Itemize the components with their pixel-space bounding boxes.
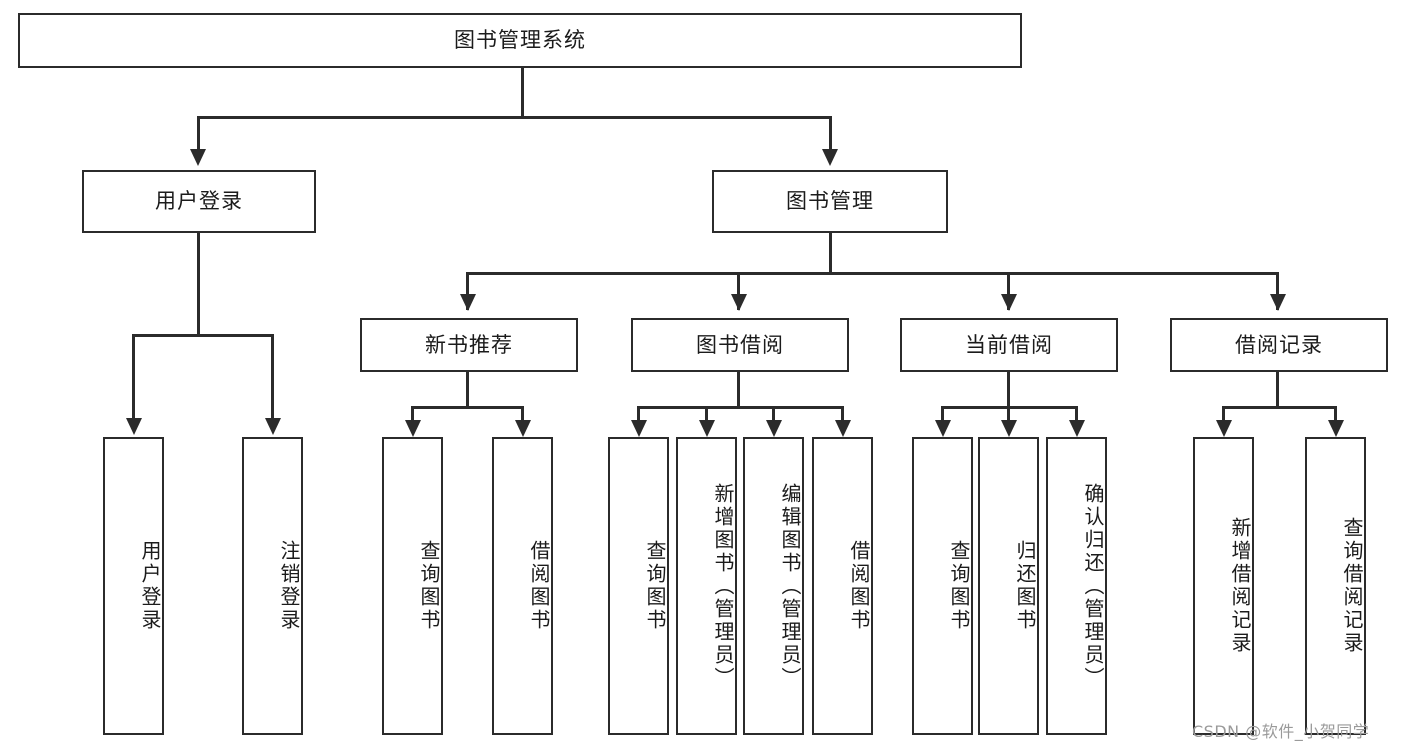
edge-book-borrow-bus xyxy=(637,406,844,409)
leaf-query-book-2[interactable]: 查询图书 xyxy=(608,437,669,735)
leaf-borrow-book-1[interactable]: 借阅图书 xyxy=(492,437,553,735)
leaf-add-record[interactable]: 新增借阅记录 xyxy=(1193,437,1254,735)
node-label: 查询图书 xyxy=(947,540,971,632)
edge-to-borrow-record xyxy=(1276,272,1279,310)
node-label: 归还图书 xyxy=(1013,540,1037,632)
edge-to-leaf-add-book xyxy=(705,406,708,424)
arrowhead-to-leaf-user-login xyxy=(126,418,142,435)
edge-current-borrow-stem xyxy=(1007,372,1010,408)
leaf-return-book[interactable]: 归还图书 xyxy=(978,437,1039,735)
arrowhead-to-leaf-query-record xyxy=(1328,420,1344,437)
leaf-logout-login[interactable]: 注销登录 xyxy=(242,437,303,735)
node-book-manage[interactable]: 图书管理 xyxy=(712,170,948,233)
edge-root-bus xyxy=(197,116,832,119)
arrowhead-to-book-manage xyxy=(822,149,838,166)
arrowhead-to-leaf-borrow-book-1 xyxy=(515,420,531,437)
leaf-confirm-return[interactable]: 确认归还（管理员） xyxy=(1046,437,1107,735)
arrowhead-to-book-borrow xyxy=(731,294,747,311)
edge-to-book-manage xyxy=(829,116,832,151)
node-label: 借阅图书 xyxy=(847,540,871,632)
edge-to-leaf-borrow-book-2 xyxy=(841,406,844,424)
edge-to-leaf-query-book-2 xyxy=(637,406,640,424)
node-label: 借阅记录 xyxy=(1235,332,1323,357)
node-label: 查询图书 xyxy=(417,540,441,632)
edge-borrow-record-bus xyxy=(1222,406,1334,409)
arrowhead-to-leaf-add-book xyxy=(699,420,715,437)
node-label: 当前借阅 xyxy=(965,332,1053,357)
leaf-borrow-book-2[interactable]: 借阅图书 xyxy=(812,437,873,735)
leaf-query-book-3[interactable]: 查询图书 xyxy=(912,437,973,735)
edge-to-leaf-query-record xyxy=(1334,406,1337,424)
node-label: 新增借阅记录 xyxy=(1228,517,1252,655)
edge-to-leaf-query-book-1 xyxy=(411,406,414,424)
node-label: 编辑图书（管理员） xyxy=(778,482,802,690)
edge-user-login-bus xyxy=(132,334,274,337)
arrowhead-to-borrow-record xyxy=(1270,294,1286,311)
node-label: 新增图书（管理员） xyxy=(711,482,735,690)
arrowhead-to-current-borrow xyxy=(1001,294,1017,311)
edge-book-borrow-stem xyxy=(737,372,740,408)
node-label: 查询图书 xyxy=(643,540,667,632)
arrowhead-to-user-login xyxy=(190,149,206,166)
leaf-add-book[interactable]: 新增图书（管理员） xyxy=(676,437,737,735)
arrowhead-to-leaf-query-book-1 xyxy=(405,420,421,437)
edge-to-leaf-user-login xyxy=(132,334,135,420)
edge-to-current-borrow xyxy=(1007,272,1010,310)
leaf-edit-book[interactable]: 编辑图书（管理员） xyxy=(743,437,804,735)
edge-to-leaf-borrow-book-1 xyxy=(521,406,524,424)
edge-to-leaf-logout-login xyxy=(271,334,274,420)
edge-root-stem xyxy=(521,68,524,117)
node-label: 图书借阅 xyxy=(696,332,784,357)
node-root-book-management-system[interactable]: 图书管理系统 xyxy=(18,13,1022,68)
node-book-borrow[interactable]: 图书借阅 xyxy=(631,318,849,372)
arrowhead-to-leaf-edit-book xyxy=(766,420,782,437)
edge-to-leaf-return-book xyxy=(1007,406,1010,424)
leaf-query-book-1[interactable]: 查询图书 xyxy=(382,437,443,735)
edge-book-manage-bus xyxy=(466,272,1279,275)
arrowhead-to-leaf-borrow-book-2 xyxy=(835,420,851,437)
node-label: 图书管理系统 xyxy=(454,28,586,53)
node-label: 用户登录 xyxy=(155,189,243,214)
node-label: 图书管理 xyxy=(786,189,874,214)
node-current-borrow[interactable]: 当前借阅 xyxy=(900,318,1118,372)
node-label: 确认归还（管理员） xyxy=(1081,482,1105,690)
edge-user-login-stem xyxy=(197,233,200,335)
watermark-text: CSDN @软件_小贺同学 xyxy=(1192,722,1370,741)
arrowhead-to-leaf-logout-login xyxy=(265,418,281,435)
arrowhead-to-leaf-return-book xyxy=(1001,420,1017,437)
arrowhead-to-leaf-query-book-3 xyxy=(935,420,951,437)
node-label: 用户登录 xyxy=(138,540,162,632)
edge-to-leaf-add-record xyxy=(1222,406,1225,424)
edge-new-book-recommend-stem xyxy=(466,372,469,408)
node-label: 查询借阅记录 xyxy=(1340,517,1364,655)
edge-to-leaf-confirm-return xyxy=(1075,406,1078,424)
node-borrow-record[interactable]: 借阅记录 xyxy=(1170,318,1388,372)
edge-to-leaf-edit-book xyxy=(772,406,775,424)
edge-book-manage-stem xyxy=(829,233,832,273)
edge-to-book-borrow xyxy=(737,272,740,310)
arrowhead-to-leaf-confirm-return xyxy=(1069,420,1085,437)
node-label: 新书推荐 xyxy=(425,332,513,357)
node-label: 注销登录 xyxy=(277,540,301,632)
edge-to-new-book-recommend xyxy=(466,272,469,310)
arrowhead-to-leaf-add-record xyxy=(1216,420,1232,437)
leaf-user-login[interactable]: 用户登录 xyxy=(103,437,164,735)
arrowhead-to-new-book-recommend xyxy=(460,294,476,311)
node-user-login[interactable]: 用户登录 xyxy=(82,170,316,233)
edge-borrow-record-stem xyxy=(1276,372,1279,408)
leaf-query-record[interactable]: 查询借阅记录 xyxy=(1305,437,1366,735)
edge-to-user-login xyxy=(197,116,200,151)
edge-new-book-recommend-bus xyxy=(411,406,524,409)
node-label: 借阅图书 xyxy=(527,540,551,632)
node-new-book-recommend[interactable]: 新书推荐 xyxy=(360,318,578,372)
arrowhead-to-leaf-query-book-2 xyxy=(631,420,647,437)
edge-to-leaf-query-book-3 xyxy=(941,406,944,424)
